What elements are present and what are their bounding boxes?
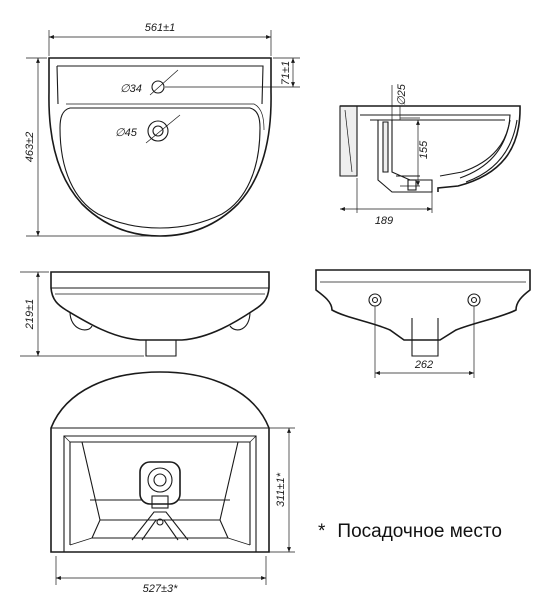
bottom-view: [50, 371, 295, 585]
dim-drain-hole: ∅45: [115, 127, 138, 139]
rear-view: [315, 269, 531, 378]
note-text: Посадочное место: [337, 521, 502, 542]
front-view: [20, 271, 270, 357]
drain-hole-outer: [147, 120, 169, 142]
bracket-hole-left: [368, 293, 382, 307]
dim-tap-offset: 71±1: [280, 61, 292, 85]
note-asterisk: *: [318, 521, 326, 542]
dim-height: 219±1: [24, 299, 36, 331]
bracket-hole-right: [467, 293, 481, 307]
dim-bracket-spacing: 262: [414, 359, 433, 371]
dim-seat-depth: 311±1*: [275, 472, 287, 507]
dim-depth: 463±2: [24, 132, 36, 163]
seat-note: * Посадочное место: [318, 521, 502, 543]
dim-tap-hole: ∅34: [120, 83, 142, 95]
drain-hole-inner: [152, 125, 164, 137]
top-view: [26, 30, 300, 237]
dim-width-top: 561±1: [145, 22, 176, 34]
dim-drain-diameter: ∅25: [396, 83, 408, 106]
dim-drain-depth: 189: [375, 215, 393, 227]
dim-seat-width: 527±3*: [143, 583, 179, 595]
side-section-view: [339, 85, 521, 213]
tap-hole-circle: [151, 80, 165, 94]
dim-drain-height: 155: [418, 140, 430, 159]
